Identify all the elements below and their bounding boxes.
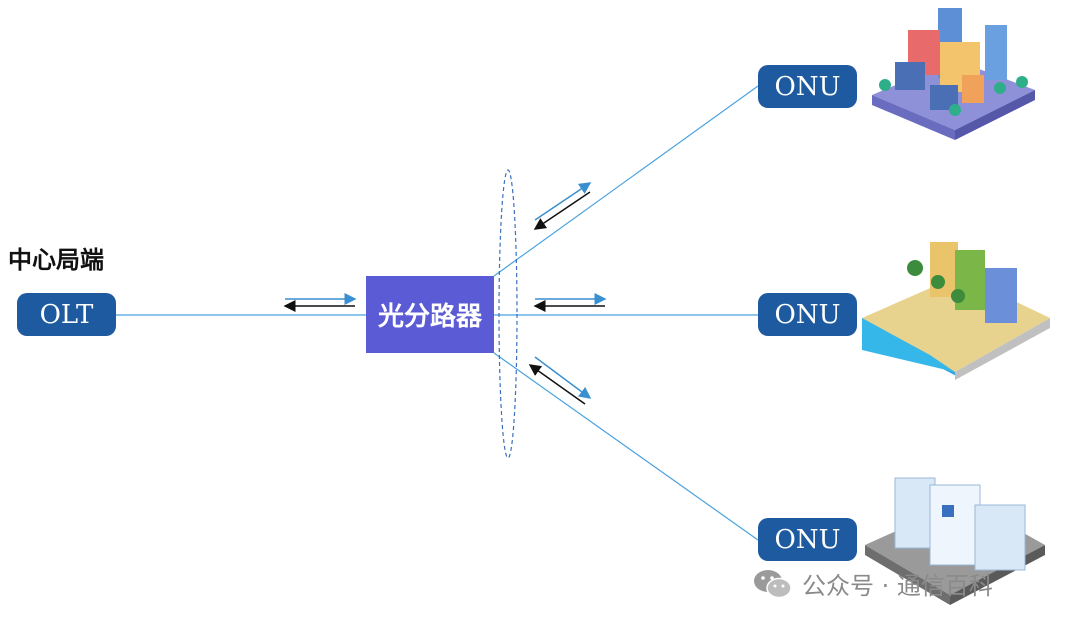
hospital-illustration: [865, 477, 1045, 605]
fiber-splitter-onu-3: [493, 352, 759, 541]
splitter-label: 光分路器: [377, 302, 482, 332]
arrow-downstream-upper: [534, 182, 592, 221]
wechat-icon: [754, 569, 792, 598]
arrow-downstream-lower: [534, 356, 592, 399]
onu-label: ONU: [774, 524, 841, 555]
olt-label: OLT: [39, 299, 94, 330]
arrow-upstream-lower: [528, 364, 586, 405]
onu-node-1: ONU: [758, 65, 857, 108]
onu-node-2: ONU: [758, 293, 857, 336]
split-ellipse: [498, 169, 518, 459]
city-block-illustration: [872, 8, 1035, 140]
onu-label: ONU: [774, 299, 841, 330]
optical-splitter: 光分路器: [366, 276, 494, 353]
watermark: 公众号 · 通信百科: [752, 566, 993, 601]
onu-node-3: ONU: [758, 518, 857, 561]
central-office-label: 中心局端: [8, 246, 104, 274]
arrow-upstream-upper: [533, 191, 591, 230]
fiber-splitter-onu-1: [493, 85, 759, 277]
onu-label: ONU: [774, 71, 841, 102]
olt-node: OLT: [17, 293, 116, 336]
beach-illustration: [862, 242, 1050, 380]
watermark-text: 公众号 · 通信百科: [802, 572, 993, 600]
